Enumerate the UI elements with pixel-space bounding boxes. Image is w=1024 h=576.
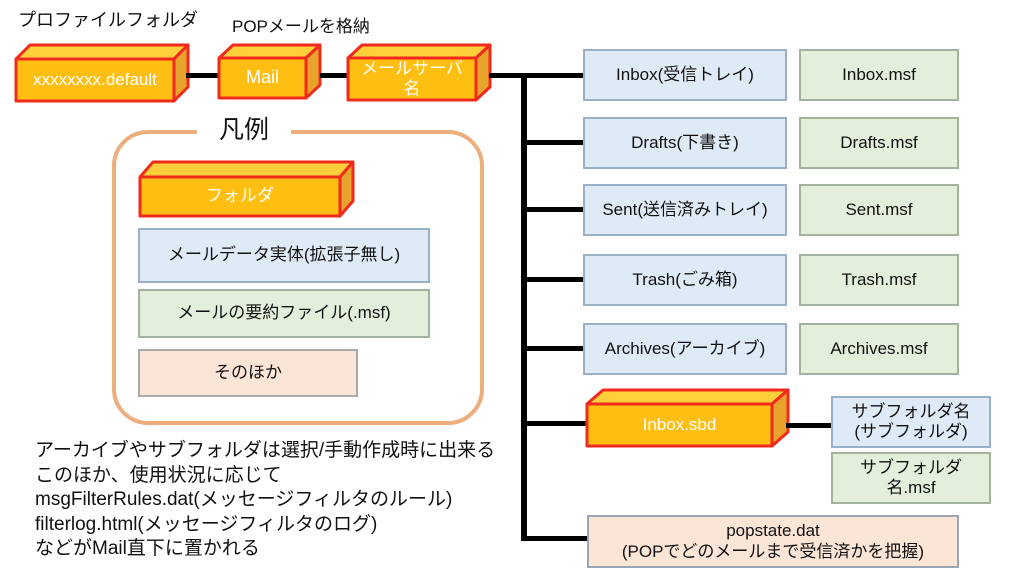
note-line: filterlog.html(メッセージフィルタのログ) xyxy=(35,513,378,535)
mail-server-folder-box: メールサーバ 名 xyxy=(346,43,492,102)
msf-box-trash: Trash.msf xyxy=(799,254,959,306)
note-line: などがMail直下に置かれる xyxy=(35,538,260,559)
folder-box-drafts: Drafts(下書き) xyxy=(583,117,787,169)
branch-trash xyxy=(524,277,583,282)
legend-folder-box: フォルダ xyxy=(138,160,355,218)
mail-server-folder-label: メールサーバ 名 xyxy=(361,58,463,98)
folder-3d-shape xyxy=(217,43,322,100)
note-line: アーカイブやサブフォルダは選択/手動作成時に出来る xyxy=(35,440,496,461)
folder-3d-shape xyxy=(138,160,355,218)
popstate-box: popstate.dat (POPでどのメールまで受信済かを把握) xyxy=(587,515,959,568)
pop-storage-label: POPメールを格納 xyxy=(232,17,370,36)
profile-folder-label: プロファイルフォルダ xyxy=(18,10,198,30)
folder-box-trash: Trash(ごみ箱) xyxy=(583,254,787,306)
subfolder-msf-box: サブフォルダ 名.msf xyxy=(831,452,991,504)
folder-3d-shape xyxy=(585,388,790,448)
branch-archives xyxy=(524,346,583,351)
inbox-sbd-folder-label: Inbox.sbd xyxy=(642,414,717,434)
mail-folder-box: Mail xyxy=(217,43,322,100)
profile-default-folder-box: xxxxxxxx.default xyxy=(14,43,190,103)
folder-3d-shape xyxy=(346,43,492,102)
folder-3d-shape xyxy=(14,43,190,103)
branch-inbox-sbd xyxy=(524,421,587,426)
connector-sbd-subfolder xyxy=(786,423,831,428)
tree-trunk xyxy=(521,73,527,541)
msf-box-inbox: Inbox.msf xyxy=(799,49,959,101)
branch-popstate xyxy=(524,536,587,541)
legend-title: 凡例 xyxy=(197,112,291,148)
note-line: このほか、使用状況に応じて xyxy=(35,464,282,486)
note-line: msgFilterRules.dat(メッセージフィルタのルール) xyxy=(35,489,453,510)
legend-folder-label: フォルダ xyxy=(206,186,274,206)
folder-box-sent: Sent(送信済みトレイ) xyxy=(583,184,787,236)
connector-profile-mail xyxy=(186,73,219,78)
connector-mail-server xyxy=(320,73,348,78)
inbox-sbd-folder-box: Inbox.sbd xyxy=(585,388,790,448)
profile-default-folder-label: xxxxxxxx.default xyxy=(33,69,157,89)
branch-sent xyxy=(524,207,583,212)
msf-box-drafts: Drafts.msf xyxy=(799,117,959,169)
legend-frame xyxy=(112,130,484,425)
legend-summary-box: メールの要約ファイル(.msf) xyxy=(138,289,430,338)
legend-mail-data-box: メールデータ実体(拡張子無し) xyxy=(138,228,430,283)
notes-block: アーカイブやサブフォルダは選択/手動作成時に出来る このほか、使用状況に応じて … xyxy=(35,439,495,562)
msf-box-sent: Sent.msf xyxy=(799,184,959,236)
branch-inbox xyxy=(489,73,583,78)
legend-other-box: そのほか xyxy=(138,349,358,397)
mail-folder-label: Mail xyxy=(245,67,279,88)
subfolder-name-box: サブフォルダ名 (サブフォルダ) xyxy=(831,396,991,448)
branch-drafts xyxy=(524,140,583,145)
folder-box-inbox: Inbox(受信トレイ) xyxy=(583,49,787,101)
folder-box-archives: Archives(アーカイブ) xyxy=(583,323,787,375)
msf-box-archives: Archives.msf xyxy=(799,323,959,375)
